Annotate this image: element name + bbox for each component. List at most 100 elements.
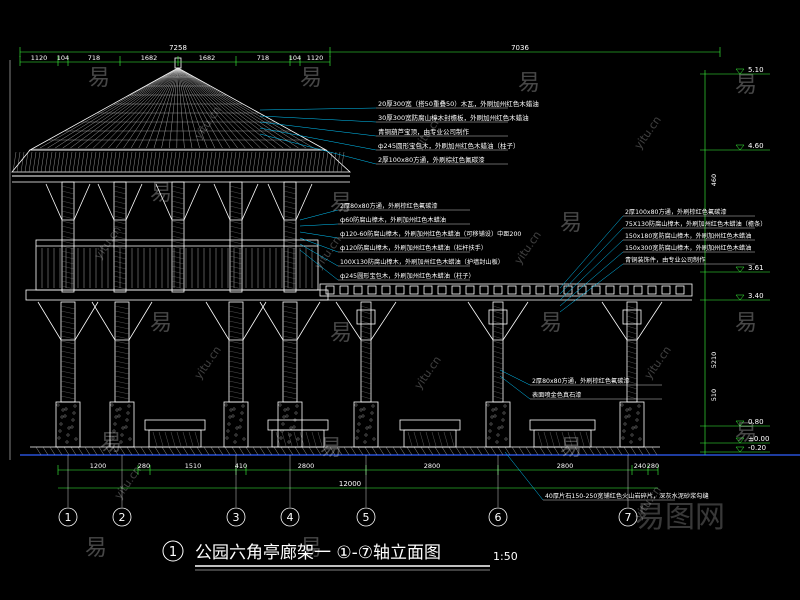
column-stone-base (353, 401, 379, 448)
bench-seat (399, 419, 461, 431)
roof-rafter-line (62, 67, 179, 149)
column-wood-grain (61, 220, 75, 225)
stone-texture (625, 408, 629, 412)
column-wood-grain (283, 225, 297, 230)
watermark-glyph: 易 (735, 311, 757, 336)
column-wood-grain (61, 240, 75, 245)
column-wood-grain (626, 325, 638, 330)
stone-texture (71, 418, 75, 422)
paving-hatch (147, 446, 154, 456)
roof-rafter-line (93, 67, 179, 149)
roof-skirt-hatch (172, 151, 177, 173)
elevation-triangle (735, 144, 745, 151)
mid-note: ф120-60防腐山樟木，外刷加州红色木蜡油（可移铺设）中距200 (340, 230, 521, 238)
roof-skirt-hatch (248, 151, 253, 173)
stone-texture (118, 407, 122, 411)
stone-texture (229, 408, 233, 412)
purlin-end (577, 285, 587, 295)
column-wood-grain (228, 315, 244, 320)
column-wood-grain (492, 325, 504, 330)
column-wood-grain (360, 360, 372, 365)
bench-hatch (176, 431, 182, 447)
watermark-glyph: 易 (518, 71, 540, 96)
bench-base (403, 429, 457, 448)
purlin-end (493, 285, 503, 295)
paving-hatch (217, 446, 224, 456)
roof-rafter-line (100, 67, 179, 149)
stone-texture (487, 436, 491, 440)
column-wood-grain (113, 245, 127, 250)
bench-hatch (537, 431, 543, 447)
roof-rafter-line (138, 67, 179, 149)
bench-hatch (152, 431, 158, 447)
column-wood-grain (360, 385, 372, 390)
column-stone-base (485, 401, 511, 448)
drawing-title: 公园六角亭廊架一 ①-⑦轴立面图 (195, 543, 441, 563)
bottom-note: 40厚片石150-250宽铺红色火山岩碎片，深灰水泥砂浆勾缝 (545, 492, 709, 500)
paving-hatch (427, 446, 434, 456)
note-leader (559, 215, 624, 289)
stone-texture (630, 433, 634, 437)
column-wood-grain (114, 360, 130, 365)
pavilion-column (113, 181, 127, 293)
roof-skirt-hatch (44, 151, 49, 173)
roof-rafter-line (177, 67, 231, 149)
stone-texture (621, 436, 625, 440)
column-wood-grain (171, 220, 185, 225)
column-wood-grain (60, 370, 76, 375)
column-wood-grain (283, 235, 297, 240)
roof-rafter-line (177, 67, 215, 149)
pavilion-structure (9, 57, 800, 460)
column-wood-grain (228, 340, 244, 345)
column-wood-grain (229, 200, 243, 205)
column-wood-grain (229, 190, 243, 195)
elevation-label: 4.60 (748, 142, 764, 150)
roof-skirt-hatch (116, 151, 121, 173)
roof-rafter-line (169, 67, 179, 149)
bench-hatch (182, 431, 188, 447)
column-wood-grain (228, 310, 244, 315)
roof-rafter-line (177, 67, 261, 149)
note-leader (299, 249, 339, 281)
dim-bottom-label: 410 (235, 462, 247, 470)
column-bracket (205, 301, 267, 341)
stone-texture (636, 411, 640, 415)
paving-hatch (308, 446, 315, 456)
note-leader (259, 115, 377, 123)
stone-texture (74, 437, 78, 441)
column-wood-grain (60, 340, 76, 345)
stone-texture (117, 414, 121, 418)
note-leader (259, 127, 377, 151)
column-wood-grain (114, 315, 130, 320)
paving-hatch (651, 446, 658, 456)
roof-skirt-hatch (164, 151, 169, 173)
column-wood-grain (283, 215, 297, 220)
dim-bottom-total-label: 12000 (339, 480, 361, 488)
paving-hatch (476, 446, 483, 456)
purlin-end (465, 285, 475, 295)
stone-texture (121, 426, 125, 430)
paving-hatch (35, 446, 42, 456)
bench-base (533, 429, 592, 448)
column-wood-grain (114, 365, 130, 370)
stone-texture (494, 407, 498, 411)
column-wood-grain (626, 330, 638, 335)
paving-hatch (336, 446, 343, 456)
stone-texture (226, 429, 230, 433)
paving-hatch (210, 446, 217, 456)
elevation-label: 3.61 (748, 264, 764, 272)
dim-top-label: 718 (88, 54, 100, 62)
column-wood-grain (60, 320, 76, 325)
paving-hatch (84, 446, 91, 456)
note-leader (299, 209, 339, 221)
axis-label: 7 (625, 511, 632, 524)
column-wood-grain (282, 315, 298, 320)
paving-hatch (287, 446, 294, 456)
column-wood-grain (229, 240, 243, 245)
column-stone-base (55, 401, 81, 448)
column-wood-grain (492, 375, 504, 380)
column-stone-base (619, 401, 645, 448)
watermark-glyph: 易 (320, 436, 342, 461)
column-wood-grain (626, 380, 638, 385)
